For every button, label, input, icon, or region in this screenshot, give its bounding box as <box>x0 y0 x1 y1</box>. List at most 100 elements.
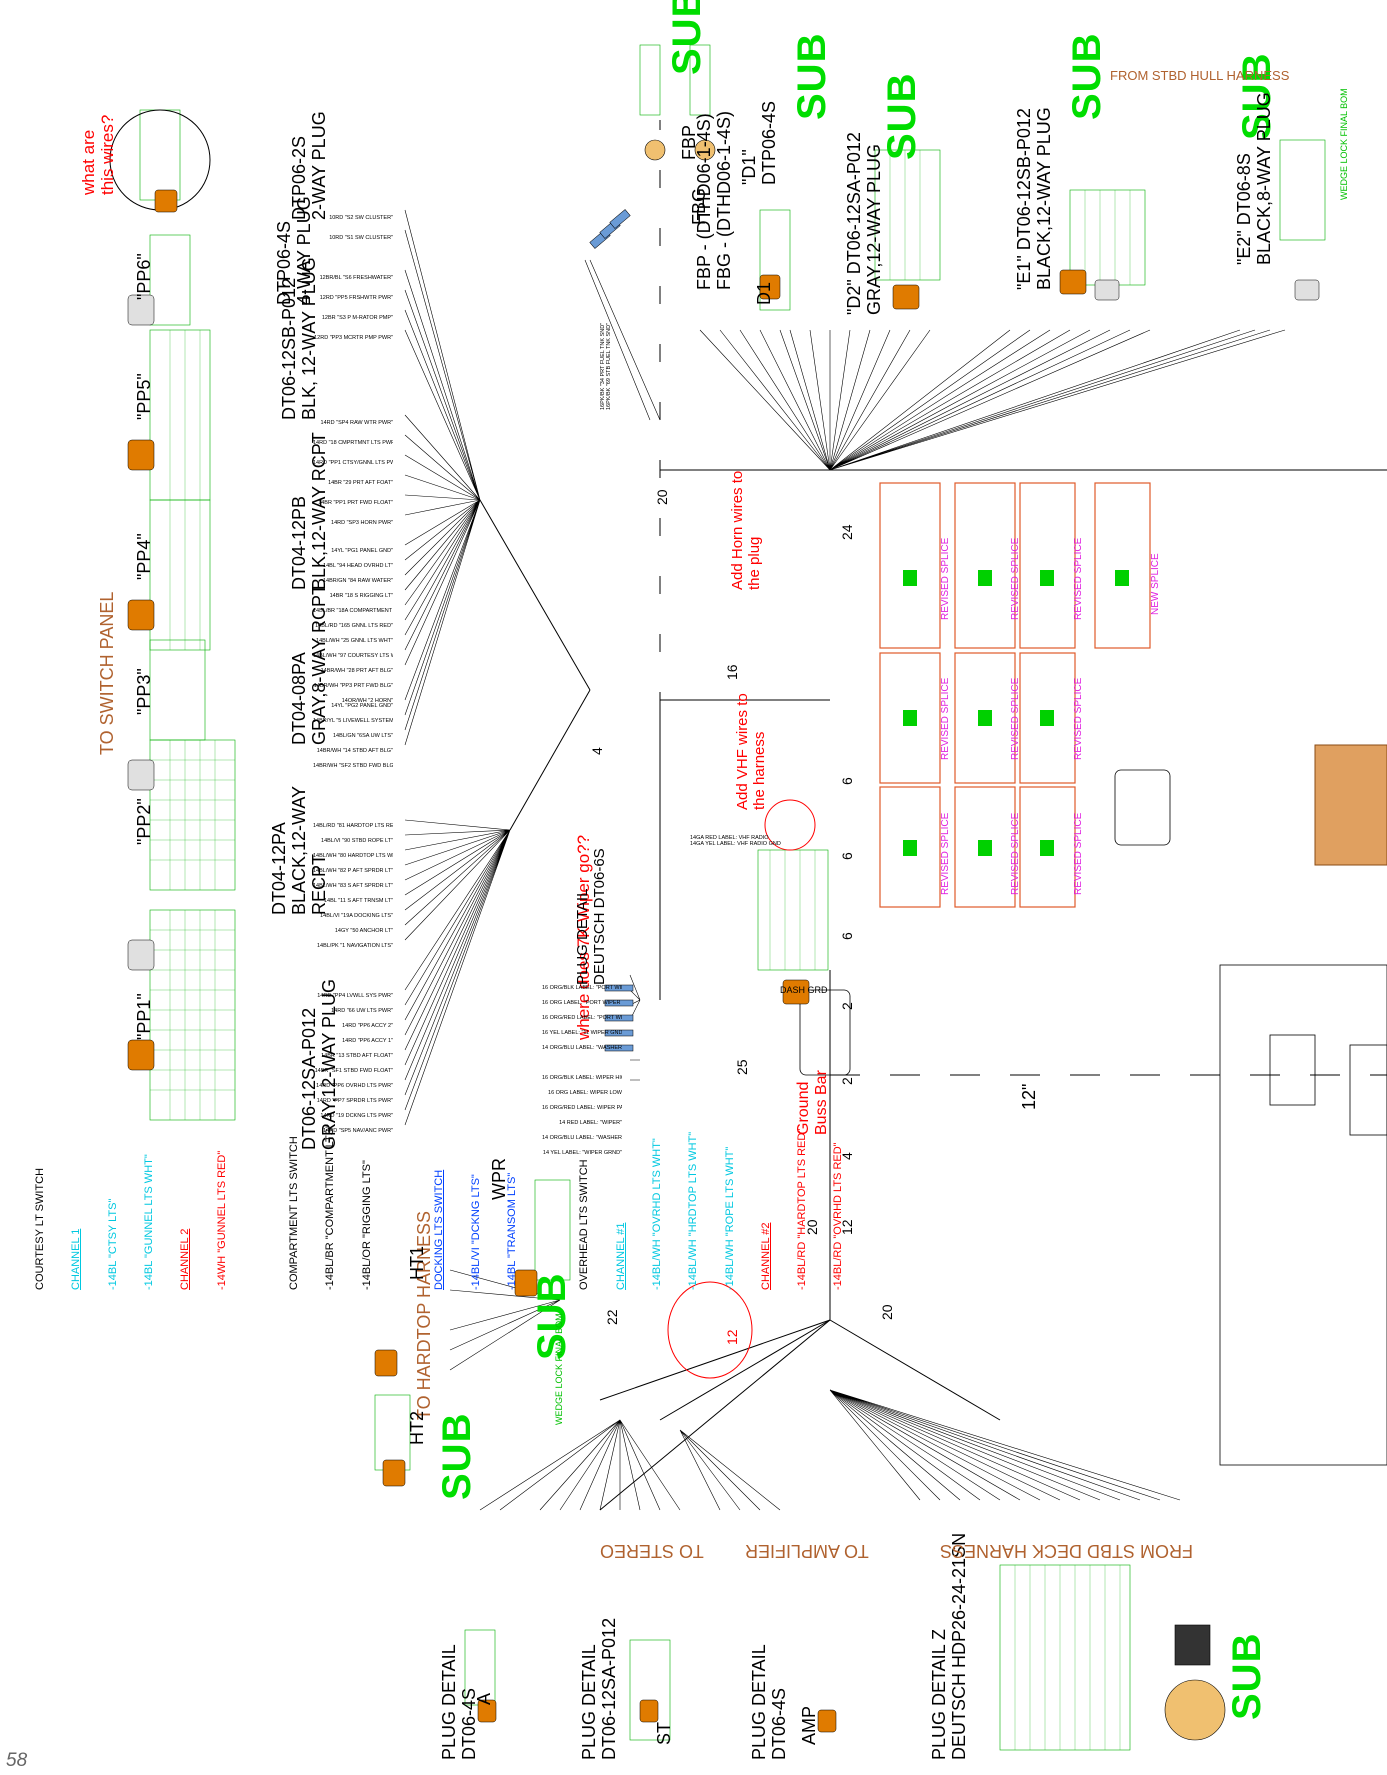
wire-label: 14 ORG/BLU LABEL: "WASHER" <box>542 1135 622 1141</box>
wire-label: 14 YEL LABEL: "WIPER GRND" <box>542 1150 622 1156</box>
note-add-vhf: Add VHF wires to the harness <box>734 693 768 810</box>
legend-line: CHANNEL 1 <box>70 1228 83 1290</box>
e1-type: "E1" DT06-12SB-P012 BLACK,12-WAY PLUG <box>1014 107 1054 290</box>
seg-len: 2 <box>839 1077 855 1085</box>
from-stbd-deck: FROM STBD DECK HARNESS <box>940 1541 1194 1561</box>
legend-line: -14BL/RD "HARDTOP LTS RED" <box>796 1128 809 1290</box>
seg-len: 12 <box>724 1329 740 1345</box>
wire-label: 14BR "18 S RIGGING LT" <box>329 593 393 599</box>
wire-label: 14BR "SF1 STBD FWD FLOAT" <box>314 1068 393 1074</box>
wedge-lock-bom: WEDGE LOCK FINAL BOM <box>1339 88 1349 200</box>
seg-len: 24 <box>839 524 855 540</box>
wire-label: 14BL/WH "97 COURTESY LTS WHT" <box>313 653 393 659</box>
legend-line: CHANNEL 2 <box>179 1228 192 1290</box>
dim-12in: 12" <box>1019 1083 1039 1110</box>
wire-label: 14YL "PG2 PANEL GND" <box>331 703 393 709</box>
d1-tag: "D1" DTP06-4S <box>739 100 779 185</box>
wire-label: 12BR/BL "S6 FRESHWATER" <box>319 275 393 281</box>
legend-line: CHANNEL #1 <box>614 1222 627 1290</box>
plug-st-detail: PLUG DETAIL DT06-12SA-P012 <box>579 1617 619 1760</box>
legend-block: COURTESY LT SWITCH CHANNEL 1 -14BL "CTSY… <box>10 1124 857 1290</box>
vhf-wire-label: 14GA RED LABEL: VHF RADIO 14GA YEL LABEL… <box>690 835 781 847</box>
d2-type: "D2" DT06-12SA-P012 GRAY,12-WAY PLUG <box>844 132 884 315</box>
legend-line: -14BL/VI "DCKNG LTS" <box>469 1174 482 1290</box>
seg-len: 22 <box>604 1309 620 1325</box>
sub-label: SUB <box>1225 1632 1269 1720</box>
wire-label: 16 ORG/RED LABEL: WIPER PARK <box>542 1105 622 1111</box>
sub-label: SUB <box>1065 32 1109 120</box>
plug-amp-detail: PLUG DETAIL DT06-4S <box>749 1644 789 1760</box>
seg-len: 4 <box>589 747 605 755</box>
legend-line: -14BL/WH "OVRHD LTS WHT" <box>650 1138 663 1290</box>
fbp-type: FBP - (DTHD06-1-4S) FBG - (DTHD06-1-4S) <box>694 110 734 290</box>
legend-line: -14BL/OR "RIGGING LTS" <box>360 1160 373 1290</box>
plug-st-tag: ST <box>654 1721 674 1745</box>
pp4-tag: "PP4" <box>134 533 154 580</box>
legend-line: -14WH "GUNNEL LTS RED" <box>215 1150 228 1290</box>
sub-label: SUB <box>790 32 834 120</box>
wire-label: 16 ORG LABEL: WIPER LOW <box>548 1090 622 1096</box>
dtp06-2s-type: DTP06-2S 2-WAY PLUG <box>289 111 329 220</box>
wire-label: 14BR/WH "SF2 STBD FWD BLG" <box>313 763 393 769</box>
plug-z-detail: PLUG DETAIL Z DEUTSCH HDP26-24-21SN <box>929 1532 969 1760</box>
pp3-tag: "PP3" <box>134 668 154 715</box>
sub-label: SUB <box>435 1412 479 1500</box>
to-stereo: TO STEREO <box>600 1541 704 1561</box>
wire-label: 14BL/WH "83 S AFT SPRDR LT" <box>313 883 393 889</box>
revised-splice: REVISED SPLICE <box>1010 537 1021 620</box>
to-amplifier: TO AMPLIFIER <box>745 1541 869 1561</box>
wire-label: 14RD "66 UW LTS PWR" <box>331 1008 393 1014</box>
seg-len: 6 <box>839 932 855 940</box>
pp2-type: DT04-12PA BLACK,12-WAY RECPT <box>269 785 329 915</box>
wire-label: 14BR/YL "5 LIVEWELL SYSTEM" <box>313 718 393 724</box>
fuel-wire-label: 16PK/BK "34 PRT FUEL TNK SND" 16PK/BK "6… <box>600 322 613 410</box>
wire-label: 14 RED LABEL: "WIPER" <box>559 1120 622 1126</box>
seg-len: 20 <box>879 1304 895 1320</box>
sub-label: SUB <box>880 72 924 160</box>
legend-line: -14BL/RD "OVRHD LTS RED" <box>832 1142 845 1290</box>
wire-label: 16 YEL LABEL: "11 WIPER GND" <box>542 1030 622 1036</box>
legend-line: -14BL "CTSY LTS" <box>106 1198 119 1290</box>
wire-label: 14BL/GN "6SA UW LTS" <box>332 733 393 739</box>
wire-label: 10RD "S1 SW CLUSTER" <box>329 235 393 241</box>
pp2-tag: "PP2" <box>134 798 154 845</box>
revised-splice: REVISED SPLICE <box>1073 812 1084 895</box>
wire-label: 14BR/GN "84 RAW WATER" <box>322 578 393 584</box>
note-what-wires: what are this wires? <box>79 114 117 195</box>
legend-line: -14BL/BR "COMPARTMENT LTS" <box>324 1124 337 1290</box>
wire-label: 14BL/WH "82 P AFT SPRDR LT" <box>313 868 393 874</box>
seg-len: 6 <box>839 852 855 860</box>
wire-label: 14RD "PP6 ACCY 1" <box>342 1038 393 1044</box>
wpr-detail: PLUG DETAIL DEUTSCH DT06-6S <box>574 848 608 985</box>
seg-len: 25 <box>734 1059 750 1075</box>
revised-splice: REVISED SPLICE <box>1073 537 1084 620</box>
legend-line: -14BL/WH "HRDTOP LTS WHT" <box>687 1131 700 1290</box>
wire-label: 14RD "PP7 SPRDR LTS PWR" <box>316 1098 393 1104</box>
seg-len: 2 <box>839 1002 855 1010</box>
wire-label: 16 ORG/RED LABEL: "PORT WIPER PARK" <box>542 1015 622 1021</box>
wire-label: 12RD "PP3 MCRTR PMP PWR" <box>314 335 393 341</box>
wire-label: 16 ORG LABEL: "PORT WIPER LOW" <box>542 1000 622 1006</box>
wire-label: 14BL/BR "18A COMPARTMENT LTS" <box>313 608 393 614</box>
revised-splice: REVISED SPLICE <box>940 812 951 895</box>
new-splice: NEW SPLICE <box>1150 553 1161 615</box>
from-stbd-hull: FROM STBD HULL HARNESS <box>1110 68 1290 83</box>
wire-label: 14GY "50 ANCHOR LT" <box>334 928 393 934</box>
wire-label: 14YL "PG1 PANEL GND" <box>331 548 393 554</box>
revised-splice: REVISED SPLICE <box>940 677 951 760</box>
wire-label: 14BL/RD "165 GNNL LTS RED" <box>315 623 393 629</box>
wire-label: 16 ORG/BLK LABEL: WIPER HIGH <box>542 1075 622 1081</box>
legend-line: CHANNEL #2 <box>759 1222 772 1290</box>
wire-label: 14BL/PK "1 NAVIGATION LTS" <box>316 943 393 949</box>
wire-label: 14RD "19 DCKNG LTS PWR" <box>320 1113 393 1119</box>
legend-line: COMPARTMENT LTS SWITCH <box>288 1136 301 1290</box>
wire-label: 14RD "PP6 OVRHD LTS PWR" <box>316 1083 393 1089</box>
legend-line: -14BL "GUNNEL LTS WHT" <box>143 1154 156 1290</box>
wire-label: 14BR "13 STBD AFT FLOAT" <box>321 1053 393 1059</box>
wire-label: 14BR/WH "28 PRT AFT BLG" <box>320 668 393 674</box>
wire-label: 14BL/WH "80 HARDTOP LTS WHT" <box>313 853 393 859</box>
dash-grd-label: DASH GRD <box>780 985 828 995</box>
wire-label: 16 ORG/BLK LABEL: "PORT WIPER HIGH" <box>542 985 622 991</box>
seg-len: 16 <box>724 664 740 680</box>
pp6-tag: "PP6" <box>134 253 154 300</box>
